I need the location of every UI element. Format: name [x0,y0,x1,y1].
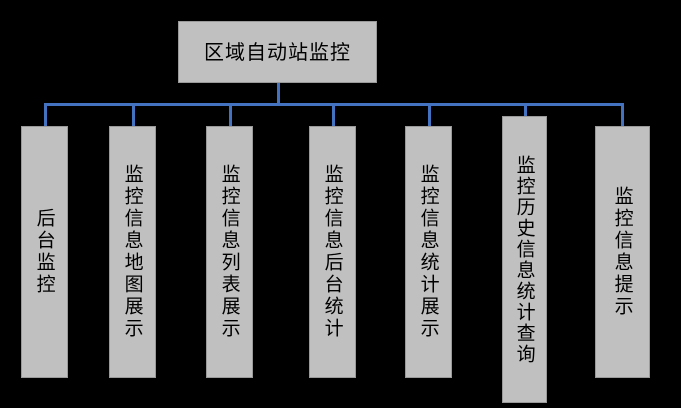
node-child-1[interactable]: 后台监控 [21,126,68,378]
connector-drop-2 [132,103,135,127]
connector-drop-7 [621,103,624,127]
node-child-7[interactable]: 监控信息提示 [595,126,650,378]
node-child-4-label: 监控信息后台统计 [321,164,344,340]
node-child-4[interactable]: 监控信息后台统计 [309,126,356,378]
connector-drop-6 [524,103,527,116]
node-child-3-label: 监控信息列表展示 [218,164,241,340]
node-root-label: 区域自动站监控 [204,40,351,64]
connector-root-riser [277,83,280,105]
node-child-3[interactable]: 监控信息列表展示 [206,126,253,378]
node-root[interactable]: 区域自动站监控 [178,21,377,83]
connector-drop-4 [332,103,335,127]
node-child-2-label: 监控信息地图展示 [121,164,144,340]
node-child-2[interactable]: 监控信息地图展示 [109,126,156,378]
connector-drop-3 [229,103,232,127]
node-child-6[interactable]: 监控历史信息统计查询 [502,116,547,403]
node-child-7-label: 监控信息提示 [611,186,634,318]
node-child-5-label: 监控信息统计展示 [417,164,440,340]
connector-drop-1 [44,103,47,127]
node-child-1-label: 后台监控 [33,208,56,296]
node-child-5[interactable]: 监控信息统计展示 [405,126,452,378]
connector-drop-5 [428,103,431,127]
node-child-6-label: 监控历史信息统计查询 [513,154,536,365]
